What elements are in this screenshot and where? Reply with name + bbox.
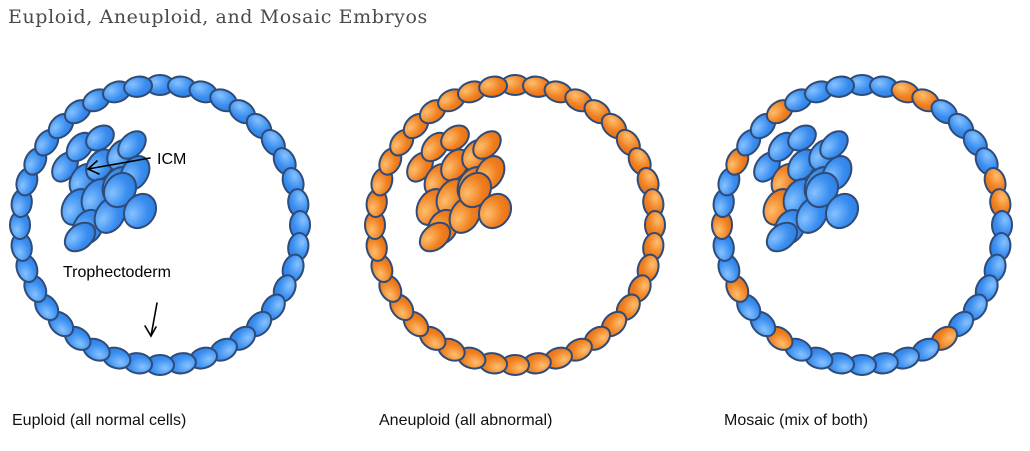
normal-icm-cell	[824, 192, 860, 230]
trophectoderm-arrow	[144, 302, 158, 338]
abnormal-icm-cell	[440, 124, 470, 152]
normal-icm-cell	[85, 124, 115, 152]
normal-trophectoderm-cell	[825, 75, 856, 98]
abnormal-icm-cell	[418, 221, 452, 253]
diagram-title: Euploid, Aneuploid, and Mosaic Embryos	[8, 6, 428, 28]
abnormal-icm-cell	[477, 192, 513, 230]
icm-arrow	[86, 157, 151, 175]
normal-icm-cell	[122, 192, 158, 230]
trophectoderm-label: Trophectoderm	[63, 264, 171, 281]
normal-icm-cell	[819, 130, 849, 160]
normal-icm-cell	[117, 130, 147, 160]
aneuploid-embryo	[364, 74, 666, 376]
normal-icm-cell	[787, 124, 817, 152]
euploid-embryo	[9, 74, 311, 376]
abnormal-icm-cell	[472, 130, 502, 160]
normal-icm-cell	[765, 221, 799, 253]
caption-euploid: Euploid (all normal cells)	[12, 412, 186, 429]
normal-trophectoderm-cell	[123, 75, 154, 98]
caption-mosaic: Mosaic (mix of both)	[724, 412, 868, 429]
icm-label: ICM	[157, 151, 186, 168]
normal-icm-cell	[63, 221, 97, 253]
mosaic-embryo	[711, 74, 1013, 376]
abnormal-trophectoderm-cell	[478, 75, 509, 98]
caption-aneuploid: Aneuploid (all abnormal)	[379, 412, 552, 429]
